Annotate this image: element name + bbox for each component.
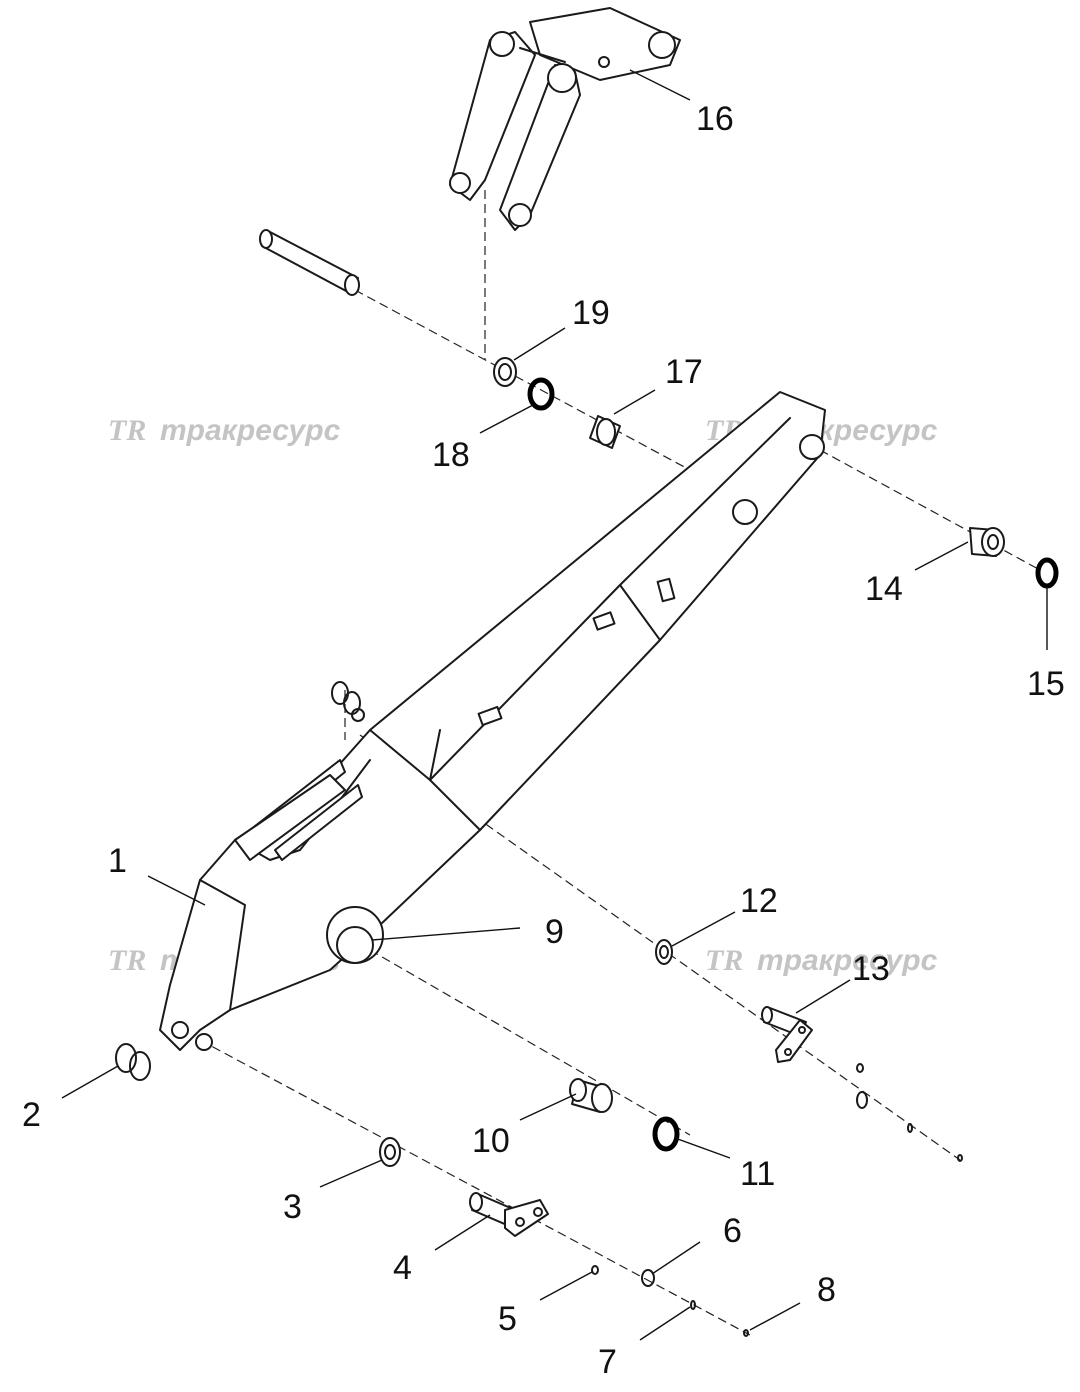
- label-part-14: 14: [865, 570, 903, 608]
- label-part-10: 10: [472, 1122, 510, 1160]
- watermark-logo: TR: [108, 944, 146, 977]
- part-4-pin: [469, 1192, 549, 1237]
- watermark-text: тракресурс: [160, 414, 341, 447]
- part-labels: 1 2 3 4 5 6 7 8 9 10 11 12 13 14 15 16 1…: [22, 100, 1065, 1381]
- label-part-6: 6: [723, 1212, 742, 1250]
- label-part-8: 8: [817, 1271, 836, 1309]
- label-part-11: 11: [740, 1155, 775, 1193]
- label-part-5: 5: [498, 1300, 517, 1338]
- part-10-bushing: [569, 1078, 613, 1113]
- watermark-bottom-right: TR тракресурс: [705, 944, 938, 977]
- assembly-axes: [199, 190, 1041, 1336]
- watermark-logo: TR: [108, 414, 146, 447]
- label-part-17: 17: [665, 353, 703, 391]
- part-5-bolt: [591, 1265, 599, 1275]
- leader-lines: [61, 69, 1048, 1341]
- upper-pin: [259, 229, 360, 296]
- part-12-washer: [655, 939, 673, 965]
- part-11-o-ring: [652, 1116, 680, 1152]
- part-19-washer: [493, 357, 517, 387]
- main-boom: [159, 391, 826, 1051]
- label-part-18: 18: [432, 436, 470, 474]
- part-17-bushing: [589, 415, 621, 449]
- label-part-7: 7: [598, 1343, 617, 1381]
- part-7-washer: [690, 1300, 696, 1310]
- part-8-nut: [743, 1329, 749, 1337]
- part-14-bushing: [969, 527, 1005, 557]
- label-part-2: 2: [22, 1096, 41, 1134]
- watermark-text: тракресурс: [757, 944, 938, 977]
- watermark-logo: TR: [705, 944, 743, 977]
- label-part-12: 12: [740, 882, 778, 920]
- part-15-o-ring: [1035, 557, 1059, 589]
- linkage-assembly: [449, 7, 681, 231]
- label-part-19: 19: [572, 294, 610, 332]
- label-part-9: 9: [545, 913, 564, 951]
- label-part-16: 16: [696, 100, 734, 138]
- part-18-o-ring: [527, 377, 555, 411]
- label-part-13: 13: [852, 950, 890, 988]
- part-3-washer: [379, 1137, 401, 1167]
- part-2-shims: [115, 1043, 151, 1081]
- label-part-15: 15: [1027, 665, 1065, 703]
- label-part-1: 1: [108, 842, 127, 880]
- label-part-3: 3: [283, 1188, 302, 1226]
- label-part-4: 4: [393, 1249, 412, 1287]
- part-6-washer: [641, 1269, 655, 1287]
- watermark-top-left: TR тракресурс: [108, 414, 341, 447]
- snap-ring-pair-upper: [331, 681, 361, 715]
- part-13-pin: [761, 1006, 963, 1162]
